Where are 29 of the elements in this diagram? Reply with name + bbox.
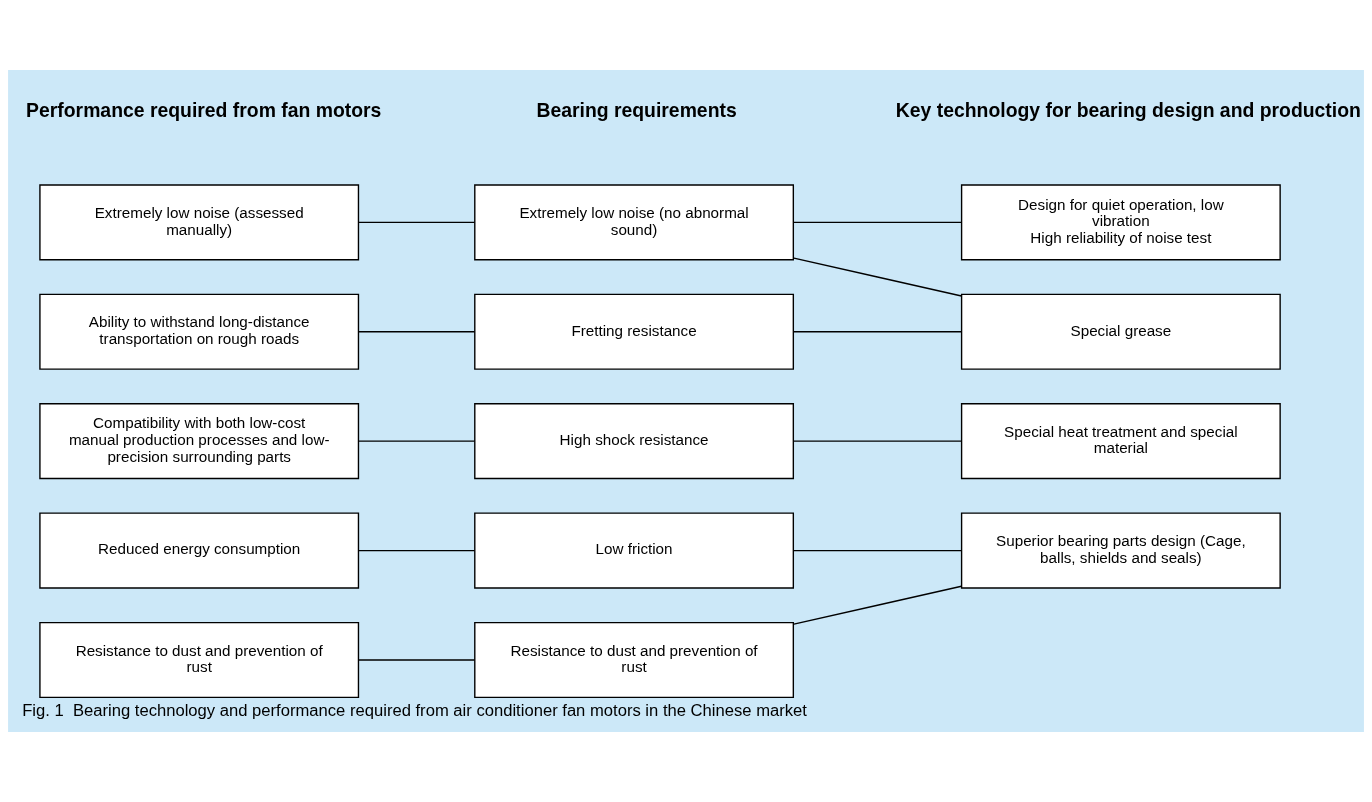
connector [793, 585, 963, 625]
label: Bearing requirements [536, 98, 737, 121]
label: Key technology for bearing design and production [895, 98, 1361, 121]
node-box: Reduced energy consumption [39, 512, 360, 589]
label: Performance required from fan motors [26, 98, 382, 121]
connector [358, 549, 476, 552]
connector [793, 221, 963, 224]
node-box: Low friction [474, 512, 795, 589]
node-box: Special heat treatment and special material [960, 403, 1281, 480]
node-box: Compatibility with both low-cost manual production processes and low-precision surrounding parts [39, 403, 360, 480]
connector [793, 257, 963, 297]
node-box: Extremely low noise (assessed manually) [39, 184, 360, 261]
node-box: High shock resistance [474, 403, 795, 480]
node-box: Special grease [960, 293, 1281, 370]
node-box: Fretting resistance [474, 293, 795, 370]
node-box: Design for quiet operation, low vibration High reliability of noise test [960, 184, 1281, 261]
connector [793, 331, 963, 333]
connector [358, 659, 476, 661]
node-box: Resistance to dust and prevention of rust [39, 621, 360, 699]
connector [793, 440, 963, 442]
node-box: Extremely low noise (no abnormal sound) [474, 184, 795, 261]
node-box: Superior bearing parts design (Cage, balls, shields and seals) [960, 512, 1281, 589]
connector [358, 440, 476, 442]
connector [358, 331, 476, 333]
connector [358, 221, 476, 224]
caption: Fig. 1 Bearing technology and performance required from air conditioner fan motors in the Chinese market [22, 701, 807, 721]
node-box: Ability to withstand long-distance transportation on rough roads [39, 293, 360, 370]
connector [793, 549, 963, 552]
node-box: Resistance to dust and prevention of rust [474, 621, 795, 699]
